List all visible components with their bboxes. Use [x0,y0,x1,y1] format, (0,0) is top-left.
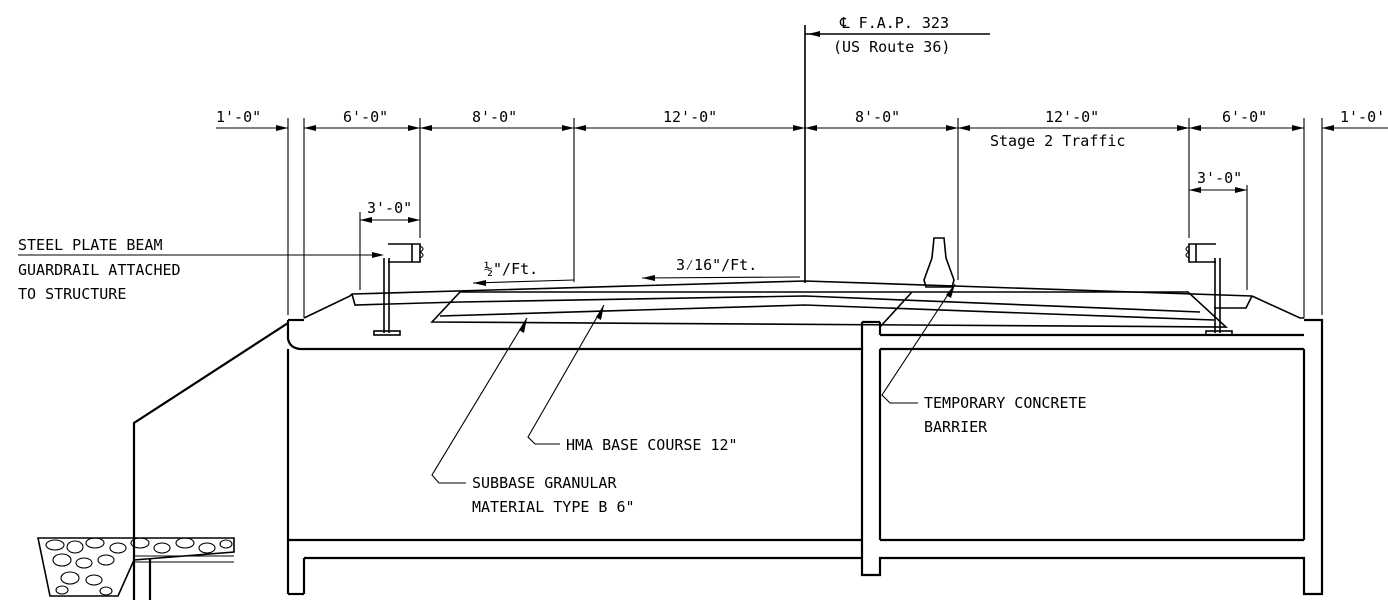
dim-top-4: 8'-0" [855,108,900,126]
barrier-callout-line-2: BARRIER [924,418,988,436]
dim-right-post: 3'-0" [1197,169,1242,187]
riprap-fill [37,537,235,597]
centerline-route: (US Route 36) [833,38,950,56]
hma-callout: HMA BASE COURSE 12" [566,436,738,454]
subbase-leader [431,317,528,484]
top-dimension-string [216,118,1388,318]
right-guardrail [1185,243,1233,336]
structure-outline [132,318,1324,600]
barrier-leader [881,283,956,404]
slope-arrow-left [472,279,575,286]
temporary-concrete-barrier [923,237,955,288]
dim-top-6: 6'-0" [1222,108,1267,126]
centerline-label: ℄ F.A.P. 323 [839,14,949,32]
shoulder-wedges [303,291,1304,328]
guardrail-callout-line-2: GUARDRAIL ATTACHED [18,261,181,279]
dim-top-5: 12'-0" [1045,108,1099,126]
right-post-dimension [1189,185,1248,290]
centerline-arrowhead [808,31,820,37]
guardrail-leader [18,252,384,258]
left-guardrail [373,243,424,336]
dim-top-2: 8'-0" [472,108,517,126]
barrier-callout-line-1: TEMPORARY CONCRETE [924,394,1087,412]
dim-top-3: 12'-0" [663,108,717,126]
dim-left-post: 3'-0" [367,199,412,217]
guardrail-callout-line-3: TO STRUCTURE [18,285,126,303]
pavement-surface [351,280,1253,309]
dim-top-0: 1'-0" [216,108,261,126]
left-post-dimension [359,212,420,290]
dim-top-7: 1'-0' [1340,108,1385,126]
dim-top-1: 6'-0" [343,108,388,126]
slope-left-label: ½"/Ft. [484,260,538,278]
hma-base-course [430,291,1229,328]
slope-center-label: 3⁄16"/Ft. [676,256,757,274]
subbase-callout-line-1: SUBBASE GRANULAR [472,474,617,492]
stage-traffic-label: Stage 2 Traffic [990,132,1125,150]
guardrail-callout-line-1: STEEL PLATE BEAM [18,236,163,254]
slope-arrow-center [641,275,801,281]
hma-leader [527,304,605,445]
subbase-callout-line-2: MATERIAL TYPE B 6" [472,498,635,516]
